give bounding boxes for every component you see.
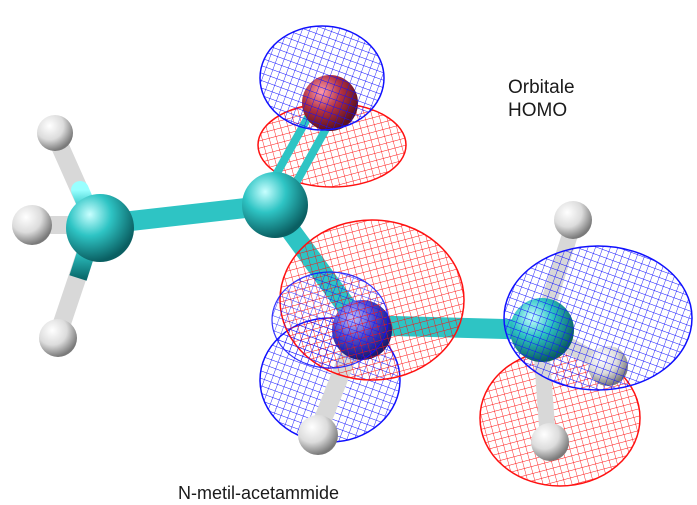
orbital-lobes-front	[259, 25, 693, 391]
hydrogen-atom	[39, 319, 77, 357]
hydrogen-atom	[298, 415, 338, 455]
oxygen-lobe-blue	[259, 25, 385, 131]
carbon-atom-carbonyl	[242, 172, 308, 238]
hydrogen-atom	[554, 201, 592, 239]
orbital-title-line1: Orbitale	[508, 77, 575, 98]
orbital-title-line2: HOMO	[508, 100, 568, 121]
orbital-title: Orbitale HOMO	[508, 76, 575, 122]
nitrogen-lobe-blue-inner	[271, 271, 389, 369]
hydrogen-atom	[12, 205, 52, 245]
hydrogen-atom	[531, 423, 569, 461]
methyl-lobe-blue	[503, 245, 693, 391]
carbon-atom-methyl	[66, 194, 134, 262]
molecule-caption: N-metil-acetammide	[178, 483, 340, 503]
hydrogen-atom	[37, 115, 73, 151]
